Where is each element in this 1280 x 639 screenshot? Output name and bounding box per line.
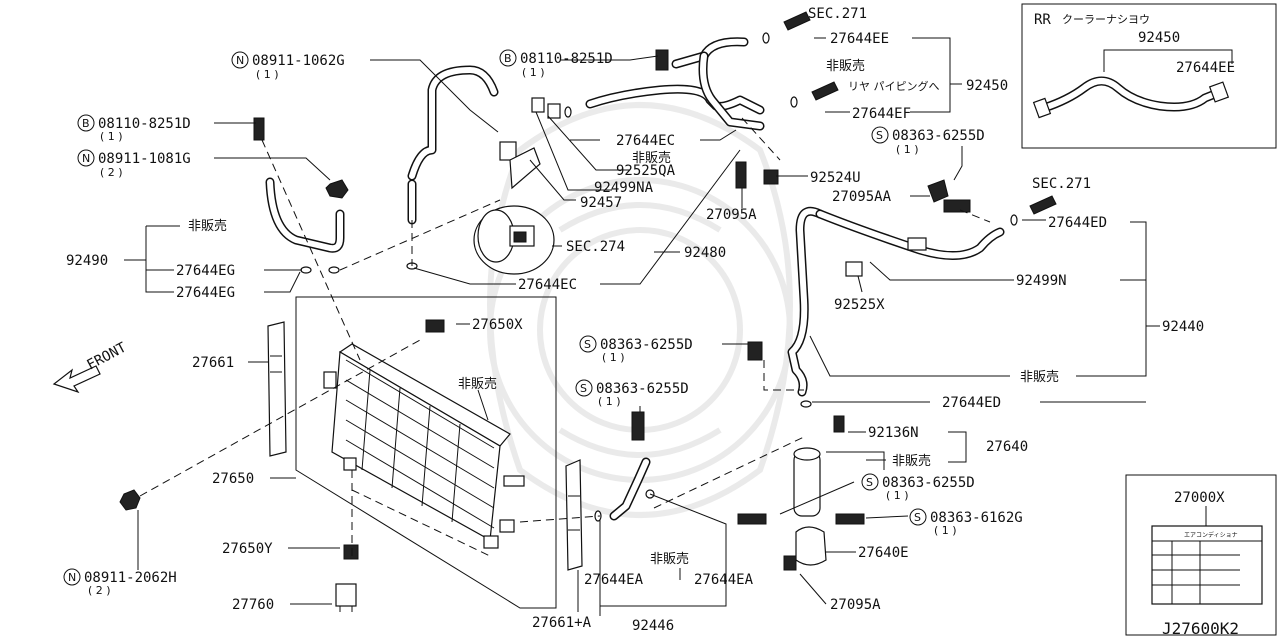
front-label: FRONT (84, 339, 129, 373)
part-92480-label: 92480 (684, 245, 726, 261)
bolt-08110-8251d-left-label: 08110-8251D (98, 116, 191, 132)
part-92450-label: 92450 (966, 78, 1008, 94)
sticker-text: エアコンディショナ (1184, 531, 1238, 539)
dashed-guides (139, 117, 991, 557)
svg-text:S: S (584, 338, 591, 351)
bolt-08363-6255d-c-label: 08363-6255D (596, 381, 689, 397)
part-92499n-label: 92499N (1016, 273, 1067, 289)
part-27095a-bot-label: 27095A (830, 597, 881, 613)
part-92457-label: 92457 (580, 195, 622, 211)
part-27644ef-label: 27644EF (852, 106, 911, 122)
hibai-top-label: 非販売 (826, 58, 865, 74)
hibai-left-label: 非販売 (188, 218, 227, 234)
qty-1062g: ( 1 ) (256, 68, 279, 81)
part-92440-label: 92440 (1162, 319, 1204, 335)
part-27644ea-1-label: 27644EA (584, 572, 644, 588)
inset-rr-label: RR (1034, 12, 1051, 28)
svg-text:B: B (504, 52, 512, 65)
hibai-bot-label: 非販売 (650, 551, 689, 567)
part-27644ec-a-label: 27644EC (616, 133, 675, 149)
hibai-cond-label: 非販売 (458, 376, 497, 392)
nut-08911-1081g-label: 08911-1081G (98, 151, 191, 167)
qty-2062h: ( 2 ) (88, 584, 111, 597)
svg-text:N: N (82, 152, 90, 165)
compressor-group (253, 11, 1057, 571)
part-27640-label: 27640 (986, 439, 1028, 455)
nut-08911-2062h-label: 08911-2062H (84, 570, 177, 586)
pipe-network (265, 37, 1005, 521)
part-27095aa-label: 27095AA (832, 189, 892, 205)
leader-lines (124, 37, 1160, 616)
part-92499na-label: 92499NA (594, 180, 654, 196)
bolt-08110-8251d-top-label: 08110-8251D (520, 51, 613, 67)
part-27661a-label: 27661+A (532, 615, 592, 631)
svg-text:S: S (876, 129, 883, 142)
part-27640e-label: 27640E (858, 545, 909, 561)
qty-8251d-top: ( 1 ) (522, 66, 545, 79)
qty-6162g: ( 1 ) (934, 524, 957, 537)
part-92524u-label: 92524U (810, 170, 861, 186)
qty-6255d-a: ( 1 ) (896, 143, 919, 156)
part-92136n-label: 92136N (868, 425, 919, 441)
svg-text:S: S (580, 382, 587, 395)
sec271-top-label: SEC.271 (808, 6, 867, 22)
bolt-08363-6255d-d-label: 08363-6255D (882, 475, 975, 491)
part-27000x-label: 27000X (1174, 490, 1225, 506)
prefix-symbols: N B B N S S S S S N (63, 49, 927, 586)
part-27644eg-2-label: 27644EG (176, 285, 235, 301)
svg-text:B: B (82, 117, 90, 130)
part-27644ec-b-label: 27644EC (518, 277, 577, 293)
svg-text:N: N (68, 571, 76, 584)
part-27661-label: 27661 (192, 355, 234, 371)
bolt-08363-6255d-a-label: 08363-6255D (892, 128, 985, 144)
part-labels: SEC.271 27644EE 非販売 リヤ パイピングへ 92450 2764… (66, 6, 1204, 634)
part-27644ed-bot-label: 27644ED (942, 395, 1001, 411)
part-92525x-label: 92525X (834, 297, 885, 313)
qty-1081g: ( 2 ) (100, 166, 123, 179)
part-27650y-label: 27650Y (222, 541, 273, 557)
hibai-right-label: 非販売 (1020, 369, 1059, 385)
svg-text:S: S (866, 476, 873, 489)
part-27644ea-2-label: 27644EA (694, 572, 754, 588)
part-92525qa-label: 92525QA (616, 163, 676, 179)
part-27644ee-label: 27644EE (830, 31, 889, 47)
qty-6255d-d: ( 1 ) (886, 489, 909, 502)
qty-8251d-left: ( 1 ) (100, 130, 123, 143)
bolt-08363-6255d-b-label: 08363-6255D (600, 337, 693, 353)
rear-piping-label: リヤ パイピングへ (848, 79, 940, 93)
svg-text:S: S (914, 511, 921, 524)
bolt-08911-1062g-label: 08911-1062G (252, 53, 345, 69)
part-27650x-label: 27650X (472, 317, 523, 333)
part-27644eg-1-label: 27644EG (176, 263, 235, 279)
condenser-group (119, 296, 583, 612)
part-92490-label: 92490 (66, 253, 108, 269)
part-27760-label: 27760 (232, 597, 274, 613)
hibai-mid-label: 非販売 (632, 150, 671, 166)
inset-92450-label: 92450 (1138, 30, 1180, 46)
sec274-label: SEC.274 (566, 239, 625, 255)
part-27650-label: 27650 (212, 471, 254, 487)
inset-rr-box: RR クーラーナシヨウ 92450 27644EE (1021, 3, 1277, 149)
hibai-tank-label: 非販売 (892, 453, 931, 469)
qty-6255d-c: ( 1 ) (598, 395, 621, 408)
qty-6255d-b: ( 1 ) (602, 351, 625, 364)
label-27000x-box: 27000X エアコンディショナ (1125, 474, 1277, 636)
front-arrow: FRONT (52, 339, 130, 394)
svg-text:N: N (236, 54, 244, 67)
part-92446-label: 92446 (632, 618, 674, 634)
inset-rr-jp-label: クーラーナシヨウ (1062, 13, 1150, 26)
diagram-id: J27600K2 (1162, 619, 1239, 638)
part-27095a-top-label: 27095A (706, 207, 757, 223)
sec271-right-label: SEC.271 (1032, 176, 1091, 192)
inset-27644ee-label: 27644EE (1176, 60, 1235, 76)
bolt-08363-6162g-label: 08363-6162G (930, 510, 1023, 526)
part-27644ed-top-label: 27644ED (1048, 215, 1107, 231)
